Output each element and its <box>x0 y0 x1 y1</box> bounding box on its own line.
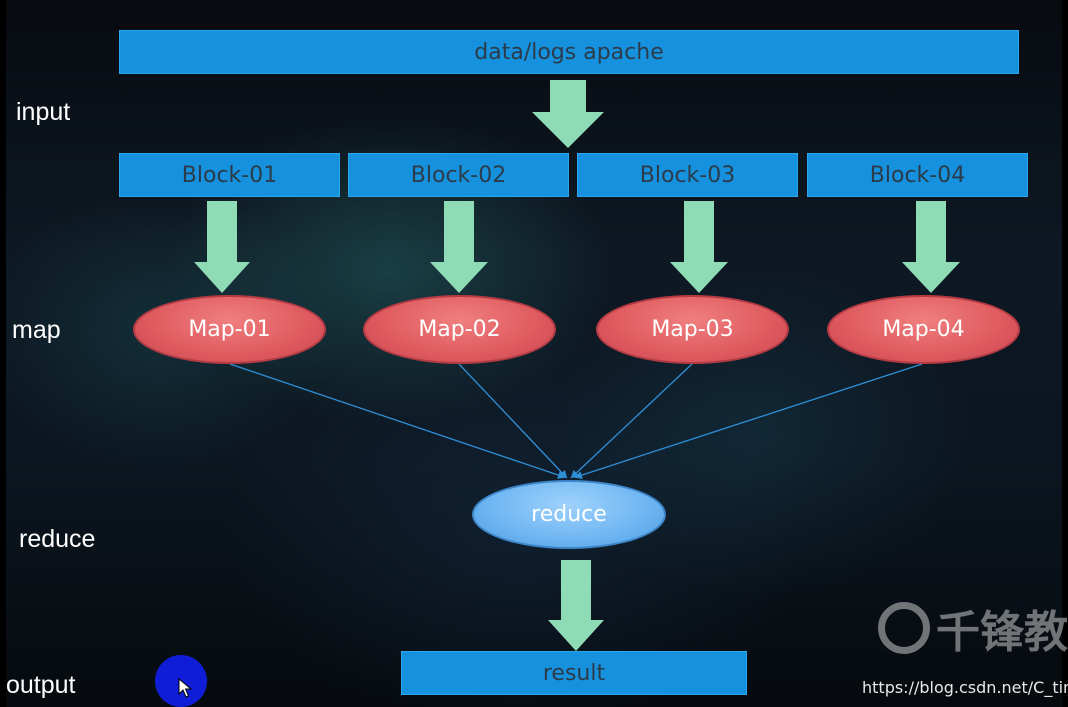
block-box-01: Block-01 <box>119 153 340 197</box>
map-node-04: Map-04 <box>827 295 1020 364</box>
map-node-label: Map-01 <box>188 317 271 342</box>
map-node-label: Map-03 <box>651 317 734 342</box>
line-map-04-to-reduce <box>574 363 923 479</box>
reduce-node-label: reduce <box>531 502 607 527</box>
map-node-label: Map-04 <box>882 317 965 342</box>
row-label-output: output <box>6 671 76 699</box>
line-map-02-to-reduce <box>458 363 568 479</box>
arrow-block-01-to-map-01 <box>194 201 250 293</box>
row-label-reduce: reduce <box>19 525 96 553</box>
reduce-node: reduce <box>472 480 666 549</box>
line-map-01-to-reduce <box>229 363 566 479</box>
source-box: data/logs apache <box>119 30 1019 74</box>
watermark-logo-text: 千锋教 <box>936 607 1068 658</box>
q-logo-glyph <box>878 602 930 654</box>
block-label: Block-04 <box>869 162 966 188</box>
row-label-input: input <box>16 98 71 126</box>
block-label: Block-01 <box>181 162 278 188</box>
qianfeng-logo-icon: 千锋教 <box>878 598 1068 658</box>
map-node-01: Map-01 <box>133 295 326 364</box>
line-map-03-to-reduce <box>570 363 693 479</box>
watermark-url: https://blog.csdn.net/C_time <box>862 678 1068 697</box>
result-box-label: result <box>542 660 606 686</box>
map-node-03: Map-03 <box>596 295 789 364</box>
block-box-04: Block-04 <box>807 153 1028 197</box>
mouse-pointer-icon <box>178 678 192 698</box>
block-label: Block-02 <box>410 162 507 188</box>
arrow-block-03-to-map-03 <box>670 201 728 293</box>
arrow-block-02-to-map-02 <box>430 201 488 293</box>
block-box-03: Block-03 <box>577 153 798 197</box>
left-frame-border <box>0 0 6 707</box>
arrow-input-to-blocks <box>532 80 604 148</box>
arrow-block-04-to-map-04 <box>902 201 960 293</box>
block-box-02: Block-02 <box>348 153 569 197</box>
map-node-label: Map-02 <box>418 317 501 342</box>
result-box: result <box>401 651 747 695</box>
source-box-label: data/logs apache <box>474 39 664 65</box>
row-label-map: map <box>12 316 61 344</box>
arrow-reduce-to-result <box>548 560 604 651</box>
block-label: Block-03 <box>639 162 736 188</box>
map-node-02: Map-02 <box>363 295 556 364</box>
right-frame-border <box>1062 0 1068 707</box>
